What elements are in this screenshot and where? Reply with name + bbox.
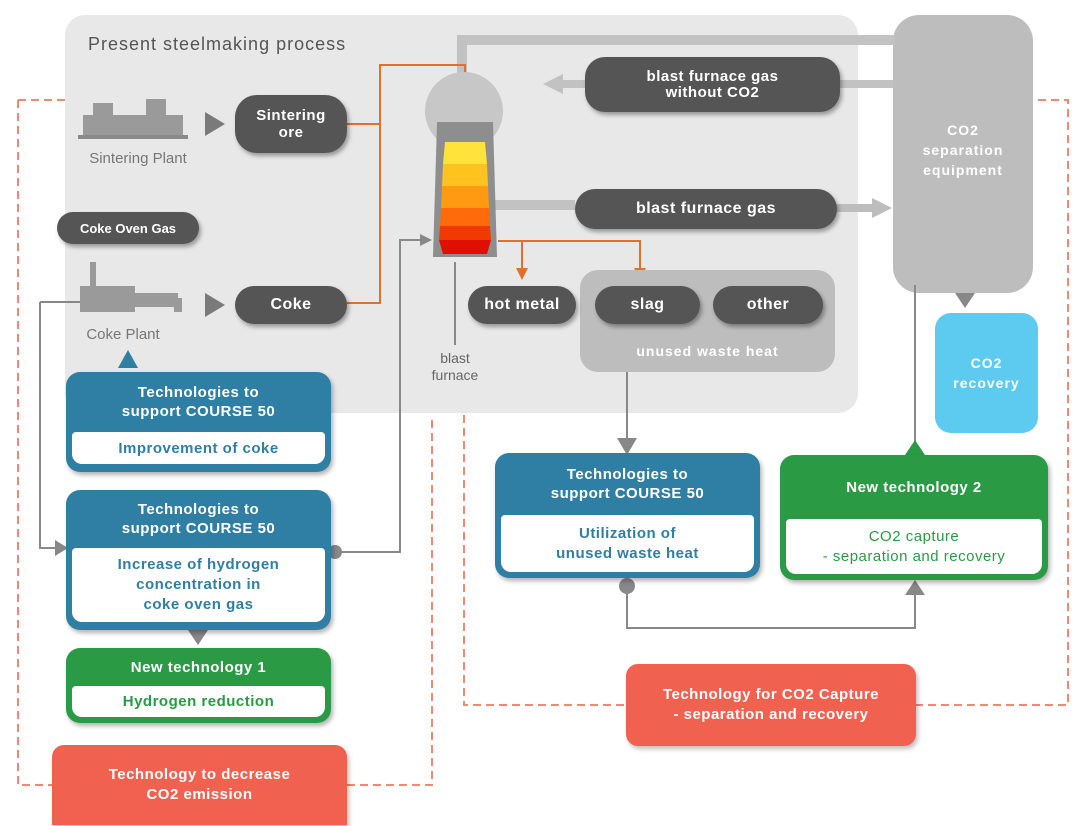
co2-recovery-box: CO2 recovery [935, 313, 1038, 433]
card-waste-heat-utilization: Technologies to support COURSE 50 Utiliz… [495, 453, 760, 578]
co2-separation-equipment: CO2 separation equipment [893, 15, 1033, 293]
card-body: CO2 capture - separation and recovery [786, 519, 1042, 574]
co2-separation-label: CO2 separation equipment [922, 122, 1004, 178]
co2-capture-technology-box: Technology for CO2 Capture - separation … [626, 664, 916, 746]
hot-metal-pill: hot metal [468, 286, 576, 324]
card-new-technology-1: New technology 1 Hydrogen reduction [66, 648, 331, 723]
unused-waste-heat-label: unused waste heat [636, 343, 779, 359]
card-improvement-of-coke: Technologies to support COURSE 50 Improv… [66, 372, 331, 472]
slag-pill: slag [595, 286, 700, 324]
card-body: Hydrogen reduction [72, 686, 325, 717]
card-head: New technology 1 [130, 658, 267, 676]
sintering-plant-label: Sintering Plant [89, 150, 187, 167]
card-hydrogen-concentration: Technologies to support COURSE 50 Increa… [66, 490, 331, 630]
card-head: Technologies to support COURSE 50 [121, 501, 276, 537]
card-body: Improvement of coke [72, 432, 325, 464]
sintering-ore-pill: Sintering ore [235, 95, 347, 153]
other-pill: other [713, 286, 823, 324]
blast-furnace-label: blast furnace [431, 350, 479, 383]
card-body: Increase of hydrogen concentration in co… [72, 548, 325, 622]
card-head: New technology 2 [846, 478, 982, 496]
decrease-co2-emission-box: Technology to decrease CO2 emission [52, 745, 347, 825]
card-head: Technologies to support COURSE 50 [121, 384, 276, 420]
coke-oven-gas-pill: Coke Oven Gas [57, 212, 199, 244]
card-body: Utilization of unused waste heat [501, 515, 754, 572]
bf-gas-without-co2-pill: blast furnace gas without CO2 [585, 57, 840, 112]
card-head: Technologies to support COURSE 50 [550, 466, 705, 502]
coke-pill: Coke [235, 286, 347, 324]
coke-plant-icon [80, 262, 182, 312]
sintering-plant-icon [78, 99, 188, 139]
process-title: Present steelmaking process [88, 34, 347, 54]
blast-furnace-icon [433, 122, 497, 257]
coke-plant-label: Coke Plant [86, 326, 160, 343]
card-new-technology-2: New technology 2 CO2 capture - separatio… [780, 455, 1048, 580]
bf-gas-pill: blast furnace gas [575, 189, 837, 229]
